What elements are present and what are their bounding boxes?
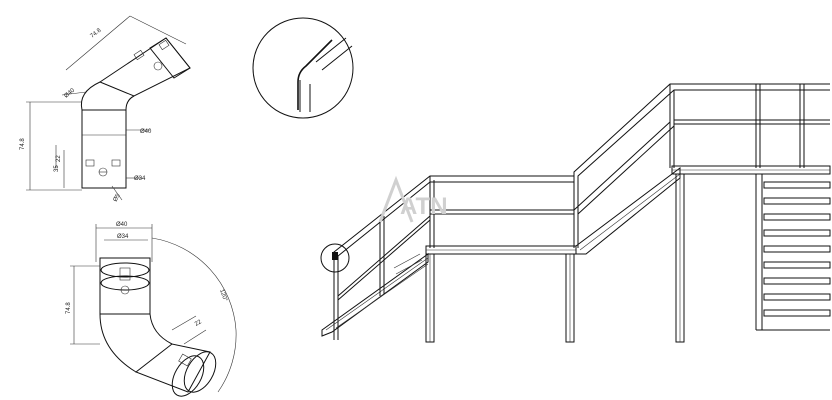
detail-callout-circle	[252, 17, 354, 119]
top-elbow-fitting: 74.8 Ø40 74.8 Ø40 22 35 Ø34 Ø5	[20, 15, 191, 203]
dim-dia-outer: Ø40	[140, 129, 152, 135]
bottom-elbow-fitting: Ø40 Ø34 74.8 120° 22	[66, 222, 237, 397]
staircase-assembly	[320, 83, 831, 343]
dim-dia-small: Ø5	[113, 192, 123, 203]
dim-angle-dia: Ø40	[63, 87, 76, 99]
watermark-text: ATN	[400, 193, 448, 220]
dim-22: 22	[56, 155, 62, 162]
watermark-logo: ATN	[378, 175, 448, 223]
dim-b-dia-outer: Ø40	[116, 222, 128, 228]
dim-35: 35	[54, 165, 60, 172]
dim-b-length: 74.8	[66, 302, 72, 314]
dim-dia-inner: Ø34	[134, 176, 146, 182]
dim-b-22: 22	[194, 319, 203, 328]
dim-angled-length: 74.8	[90, 27, 103, 39]
dim-b-arc: 120°	[218, 289, 228, 303]
side-stair-treads	[763, 181, 831, 317]
dim-b-dia-inner: Ø34	[117, 234, 129, 240]
dim-height: 74.8	[20, 138, 26, 150]
detail-marker-circle	[320, 243, 350, 273]
